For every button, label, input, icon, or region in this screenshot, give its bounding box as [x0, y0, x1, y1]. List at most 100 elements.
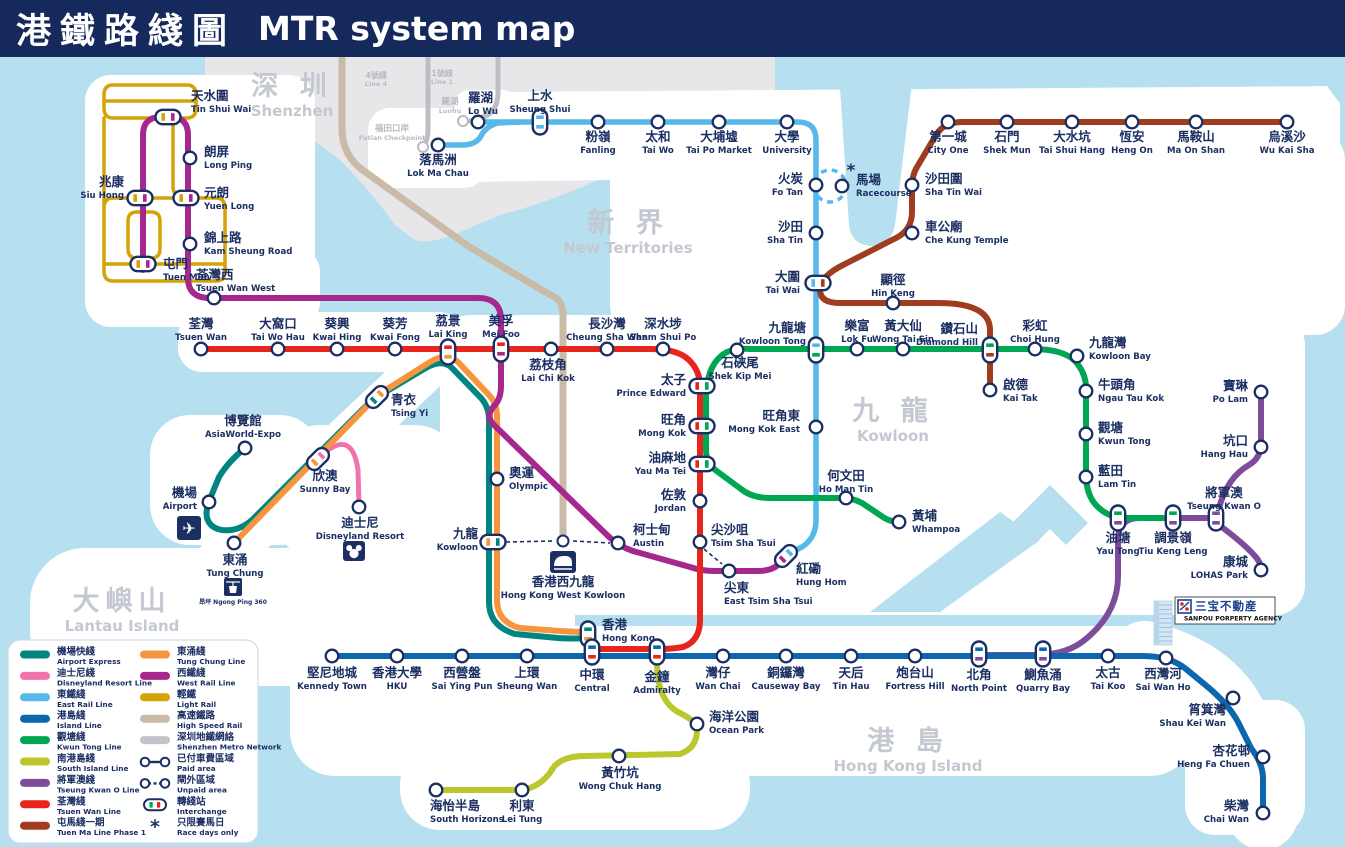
station-name-en: Kam Sheung Road	[204, 247, 292, 257]
station-name-en: HKU	[387, 682, 408, 692]
disneyland-mickey-icon	[343, 541, 365, 561]
link-tst-east-tst	[703, 548, 723, 565]
legend-label-en: Tsuen Wan Line	[57, 807, 121, 816]
line-east-rail-lok-ma-chau-branch	[435, 119, 523, 148]
station-name-zh: 荃灣	[188, 316, 214, 331]
station-marker	[470, 114, 486, 130]
station-name-en: Tung Chung	[206, 569, 263, 579]
station-name-en: Tsuen Wan West	[196, 284, 275, 294]
station-name-en: Tsuen Wan	[175, 333, 227, 343]
station-marker	[226, 535, 242, 551]
station-tsuen-wan-west: 荃灣西 Tsuen Wan West	[196, 267, 275, 306]
station-name-en: Racecourse	[856, 189, 912, 199]
station-tuen-mun: 屯門 Tuen Mun	[129, 255, 210, 283]
legend-label-zh: 只限賽馬日	[177, 817, 225, 829]
station-name-en: Shek Kip Mei	[709, 372, 772, 382]
station-marker	[982, 382, 998, 398]
station-marker	[489, 471, 505, 487]
station-name-en: North Point	[951, 684, 1007, 694]
station-name-en: Lo Wu	[468, 107, 498, 117]
station-sunny-bay: 欣澳 Sunny Bay	[300, 446, 351, 495]
station-name-en: Tuen Mun	[163, 273, 210, 283]
station-marker	[182, 236, 198, 252]
airplane-glyph: ✈	[182, 519, 195, 538]
sz-station-en: Luohu	[439, 107, 462, 115]
station-name-zh: 大埔墟	[700, 129, 738, 144]
legend-label-en: Unpaid area	[177, 785, 227, 794]
station-marker	[834, 178, 850, 194]
legend-label-en: Tseung Kwan O Line	[57, 785, 140, 794]
station-name-en: Causeway Bay	[752, 682, 821, 692]
interchange-marker	[305, 446, 331, 472]
station-name-zh: 屯門	[163, 256, 188, 271]
station-name-en: Disneyland Resort	[316, 532, 405, 542]
legend-label-zh: 東涌綫	[176, 646, 206, 658]
land-shape	[1185, 700, 1305, 835]
station-name-zh: 荃灣西	[196, 267, 234, 282]
station-name-zh: 西灣河	[1144, 666, 1182, 681]
station-name-zh: 柴灣	[1223, 798, 1250, 813]
station-marker	[1069, 348, 1085, 364]
station-name-en: Yau Ma Tei	[634, 467, 686, 477]
station-marker	[1124, 114, 1140, 130]
land-shape	[178, 312, 463, 372]
station-marker	[1253, 384, 1269, 400]
station-name-zh: 杏花邨	[1211, 743, 1250, 758]
station-name-zh: 香港西九龍	[531, 574, 595, 589]
station-name-zh: 青衣	[391, 392, 417, 407]
station-name-en: Sunny Bay	[300, 485, 351, 495]
station-name-en: Lei Tung	[502, 815, 543, 825]
station-name-en: Sha Tin Wai	[925, 188, 982, 198]
legend-swatch	[20, 821, 50, 830]
station-name-zh: 香港大學	[371, 665, 423, 680]
station-name-en: Tai Wo	[642, 146, 674, 156]
station-name-en: Lai Chi Kok	[521, 374, 575, 384]
station-name-en: Mong Kok	[638, 429, 686, 439]
station-name-zh: 啟德	[1003, 377, 1029, 392]
station-name-zh: 炮台山	[895, 665, 934, 680]
station-name-zh: 彩虹	[1021, 318, 1048, 333]
legend-label-zh: 輕鐵	[177, 688, 197, 700]
station-name-en: Mong Kok East	[728, 425, 800, 435]
station-name-en: Austin	[633, 539, 664, 549]
station-name-en: Hung Hom	[796, 578, 847, 588]
station-marker	[885, 295, 901, 311]
station-name-zh: 欣澳	[312, 468, 338, 483]
sz-station-zh: 羅湖	[441, 96, 459, 107]
legend-label-en: Paid area	[177, 764, 216, 773]
interchange-marker	[154, 108, 182, 126]
station-marker	[650, 114, 666, 130]
region-name-zh: 港 島	[867, 726, 948, 757]
region-name-en: Kowloon	[857, 427, 929, 445]
interchange-marker	[773, 543, 799, 569]
station-name-en: Sheung Shui	[510, 105, 571, 115]
station-name-en: City One	[927, 146, 968, 156]
station-name-en: Choi Hung	[1010, 335, 1060, 345]
station-marker	[329, 341, 345, 357]
legend-label-en: Race days only	[177, 828, 239, 837]
station-name-zh: 錦上路	[203, 230, 242, 245]
interchange-marker	[970, 640, 988, 668]
station-name-en: Kowloon	[437, 543, 478, 553]
station-marker	[907, 648, 923, 664]
station-name-zh: 美孚	[488, 313, 514, 328]
